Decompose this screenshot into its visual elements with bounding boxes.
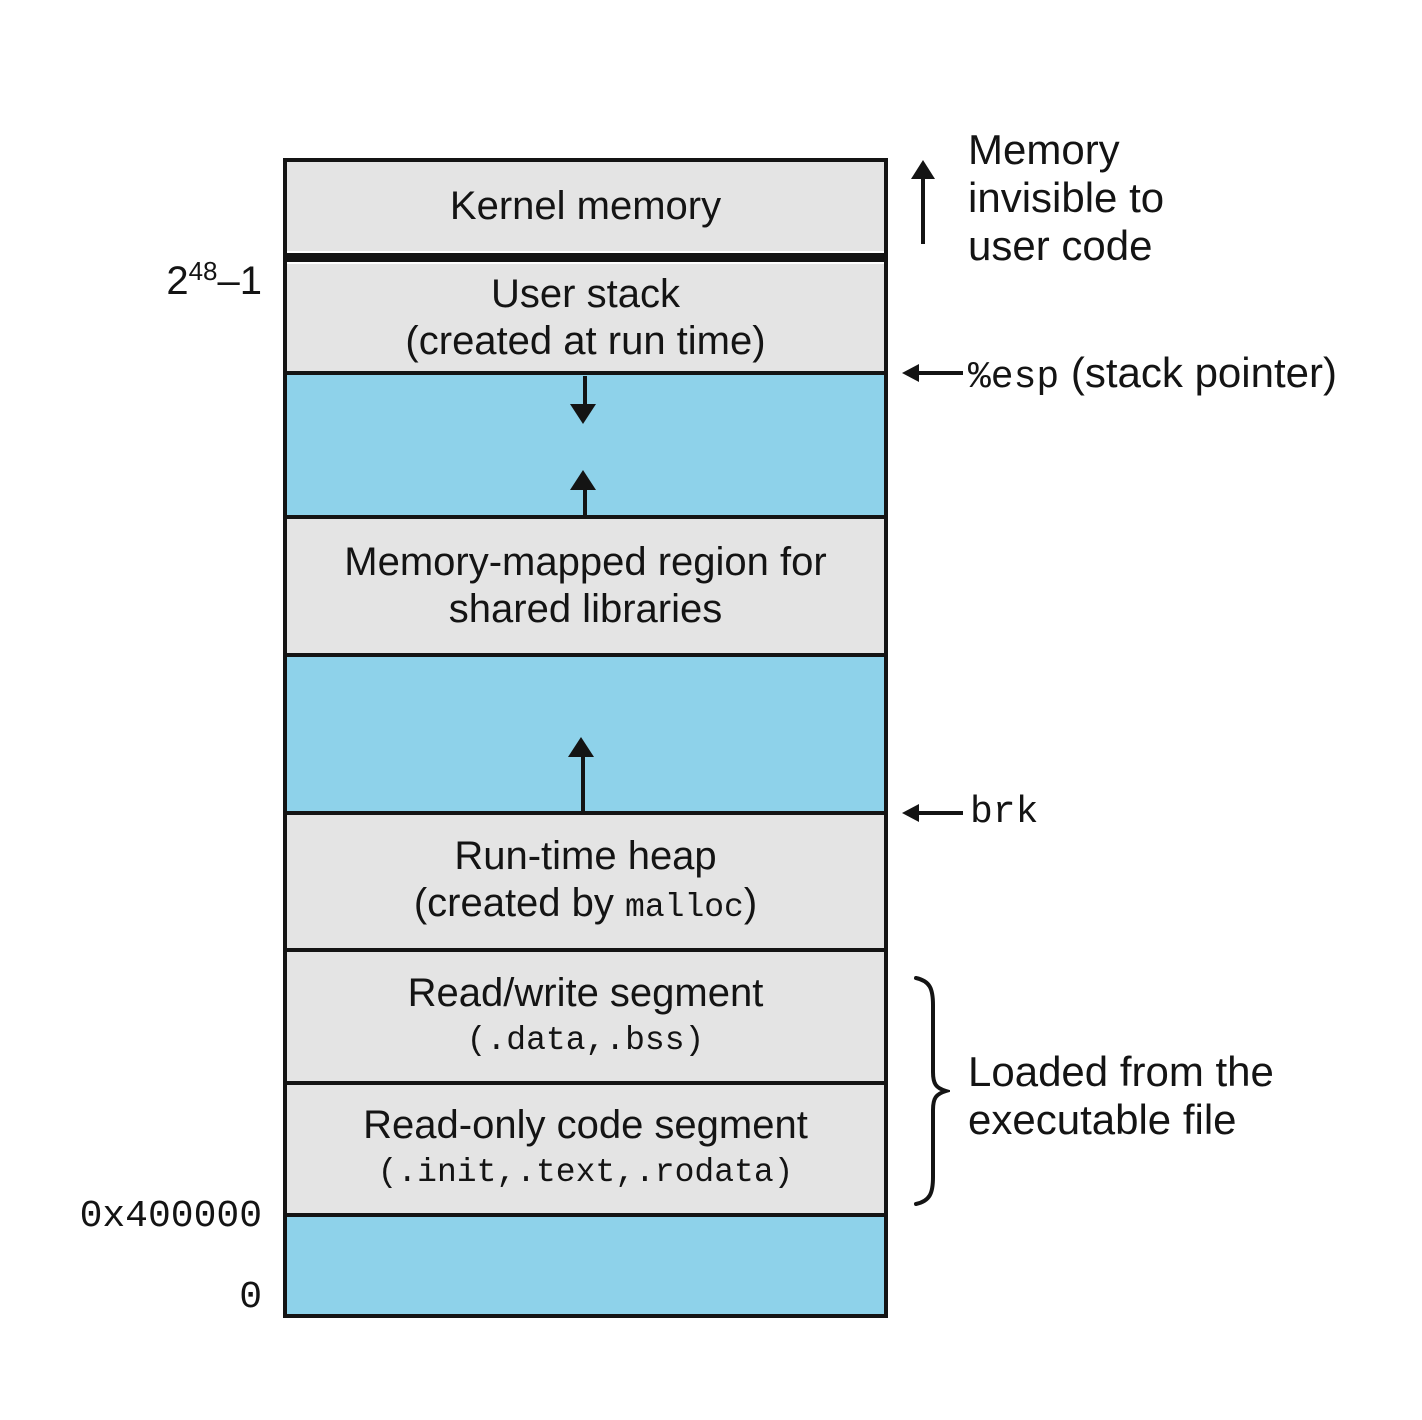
segment-runtime-heap: Run-time heap (created by malloc) (287, 815, 884, 948)
heap-growth-up-arrowhead-icon (568, 737, 594, 757)
loaded-note-line2: executable file (968, 1096, 1237, 1143)
memory-column: Kernel memory User stack (created at run… (283, 158, 888, 1318)
segment-heap-sublabel: (created by malloc) (414, 880, 757, 931)
stack-pointer-label: %esp (stack pointer) (968, 351, 1337, 400)
kernel-note-up-arrow-icon (921, 177, 925, 244)
segment-mmap-label: Memory-mapped region for (344, 540, 827, 584)
segment-divider (287, 948, 884, 952)
esp-arrow-icon (917, 371, 963, 375)
segment-divider (287, 1213, 884, 1217)
segment-user-stack-sublabel: (created at run time) (405, 318, 766, 363)
esp-register-text: %esp (968, 356, 1060, 399)
divider-gap (287, 251, 884, 253)
stack-growth-down-arrowhead-icon (570, 404, 596, 424)
address-label-max: 248–1 (100, 257, 262, 305)
address-max-exponent: 48 (188, 256, 218, 286)
address-label-zero: 0 (239, 1276, 262, 1319)
brk-arrow-icon (917, 811, 963, 815)
kernel-note-line2: invisible to (968, 174, 1165, 221)
segment-divider (287, 1081, 884, 1085)
loaded-from-executable-note: Loaded from the executable file (968, 1048, 1274, 1144)
stack-growth-down-arrow-icon (583, 376, 587, 404)
divider-gap (287, 262, 884, 264)
brk-label: brk (970, 791, 1039, 834)
esp-description-text: (stack pointer) (1059, 349, 1337, 396)
segment-kernel-memory: Kernel memory (287, 162, 884, 251)
region-unused-low (287, 1217, 884, 1314)
segment-divider (287, 653, 884, 657)
segment-user-stack: User stack (created at run time) (287, 264, 884, 371)
esp-arrowhead-icon (902, 364, 919, 382)
segment-ro-label: Read-only code segment (363, 1103, 808, 1147)
region-heap-growth (287, 657, 884, 811)
address-label-code-start: 0x400000 (79, 1195, 262, 1238)
heap-sublabel-prefix: (created by (413, 880, 626, 925)
address-max-suffix: –1 (217, 259, 263, 303)
kernel-note-up-arrowhead-icon (911, 160, 935, 179)
kernel-note-line3: user code (968, 222, 1153, 269)
segment-rw-label: Read/write segment (407, 970, 764, 1015)
address-max-base: 2 (166, 259, 189, 303)
segment-divider (287, 811, 884, 815)
heap-sublabel-code: malloc (625, 888, 744, 926)
brk-arrowhead-icon (902, 804, 919, 822)
segment-ro-sublabel: (.init,.text,.rodata) (377, 1154, 794, 1191)
segment-divider (287, 371, 884, 375)
segment-mmap-sublabel: shared libraries (448, 587, 723, 631)
segment-read-only: Read-only code segment (.init,.text,.rod… (287, 1085, 884, 1213)
segment-kernel-label: Kernel memory (449, 184, 722, 228)
segment-divider (287, 515, 884, 519)
kernel-note-line1: Memory (968, 126, 1120, 173)
heap-sublabel-suffix: ) (743, 880, 758, 925)
curly-brace-icon (914, 976, 950, 1206)
mmap-growth-up-arrow-icon (583, 488, 587, 515)
kernel-boundary-bar (287, 253, 884, 262)
mmap-growth-up-arrowhead-icon (570, 470, 596, 490)
heap-growth-up-arrow-icon (581, 755, 585, 813)
kernel-invisible-note: Memory invisible to user code (968, 126, 1164, 270)
segment-memory-mapped-region: Memory-mapped region for shared librarie… (287, 519, 884, 653)
segment-rw-sublabel: (.data,.bss) (466, 1021, 705, 1059)
segment-user-stack-label: User stack (491, 271, 680, 316)
segment-heap-label: Run-time heap (454, 833, 717, 878)
loaded-note-line1: Loaded from the (968, 1048, 1274, 1095)
segment-read-write: Read/write segment (.data,.bss) (287, 952, 884, 1081)
